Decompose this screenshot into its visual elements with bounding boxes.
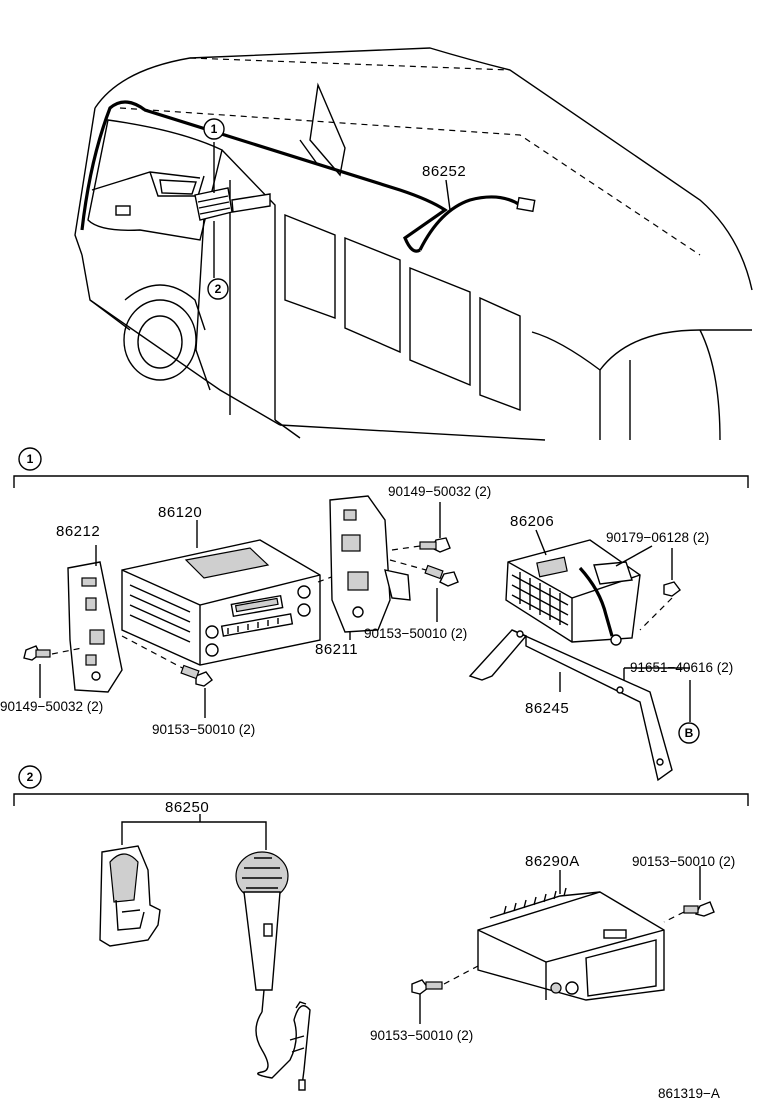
screw-bottom-label: 90153−50010 (2) [152, 722, 255, 737]
amplifier-label: 86206 [510, 513, 554, 530]
screw-right-label: 90153−50010 (2) [364, 626, 467, 641]
section-1-callout-text: 1 [27, 452, 34, 466]
radio-receiver-label: 86120 [158, 504, 202, 521]
bracket-right-drawing [329, 495, 411, 640]
unit-drawing [477, 870, 665, 1001]
ground-callout-b-text: B [685, 726, 694, 740]
screw-bottom-drawing [180, 664, 213, 718]
bracket-right-label: 86211 [315, 641, 358, 658]
unit-screw-right-label: 90153−50010 (2) [632, 854, 735, 869]
unit-screw-right-drawing [663, 866, 715, 923]
screw-right-drawing [389, 559, 459, 622]
microphone-bracket [121, 821, 267, 850]
section-2-bracket [13, 793, 749, 806]
section-2-callout: 2 [18, 765, 42, 789]
amp-bracket-drawing [468, 629, 673, 782]
van-callout-1-text: 1 [211, 122, 218, 136]
section-1-bracket [13, 475, 749, 488]
microphone-label: 86250 [165, 799, 209, 816]
diagram-code: 861319−A [658, 1086, 720, 1101]
bolt-left-drawing [23, 645, 83, 698]
mic-holder-drawing [99, 845, 161, 947]
van-illustration [74, 47, 753, 441]
amplifier-drawing [505, 529, 653, 646]
section-1-callout: 1 [18, 447, 42, 471]
bolt-top-drawing [391, 502, 451, 553]
bolt-amp-label: 90179−06128 (2) [606, 530, 709, 545]
bolt-top-label: 90149−50032 (2) [388, 484, 491, 499]
section-2-callout-text: 2 [27, 770, 34, 784]
bolt-amp-drawing [639, 548, 681, 631]
radio-receiver-drawing [121, 520, 351, 673]
van-callout-1: 1 [203, 118, 225, 140]
unit-screw-left-drawing [411, 965, 479, 1024]
microphone-drawing [235, 851, 311, 1091]
van-callout-2: 2 [207, 278, 229, 300]
van-callout-2-text: 2 [215, 282, 222, 296]
harness-label: 86252 [422, 163, 466, 180]
amp-bracket-label: 86245 [525, 700, 569, 717]
unit-label: 86290A [525, 853, 580, 870]
bracket-left-label: 86212 [56, 523, 100, 540]
ground-callout-b: B [678, 722, 700, 744]
bracket-left-drawing [67, 545, 123, 693]
unit-screw-left-label: 90153−50010 (2) [370, 1028, 473, 1043]
bolt-bracket-label: 91651−40616 (2) [630, 660, 733, 675]
bolt-left-label: 90149−50032 (2) [0, 699, 103, 714]
